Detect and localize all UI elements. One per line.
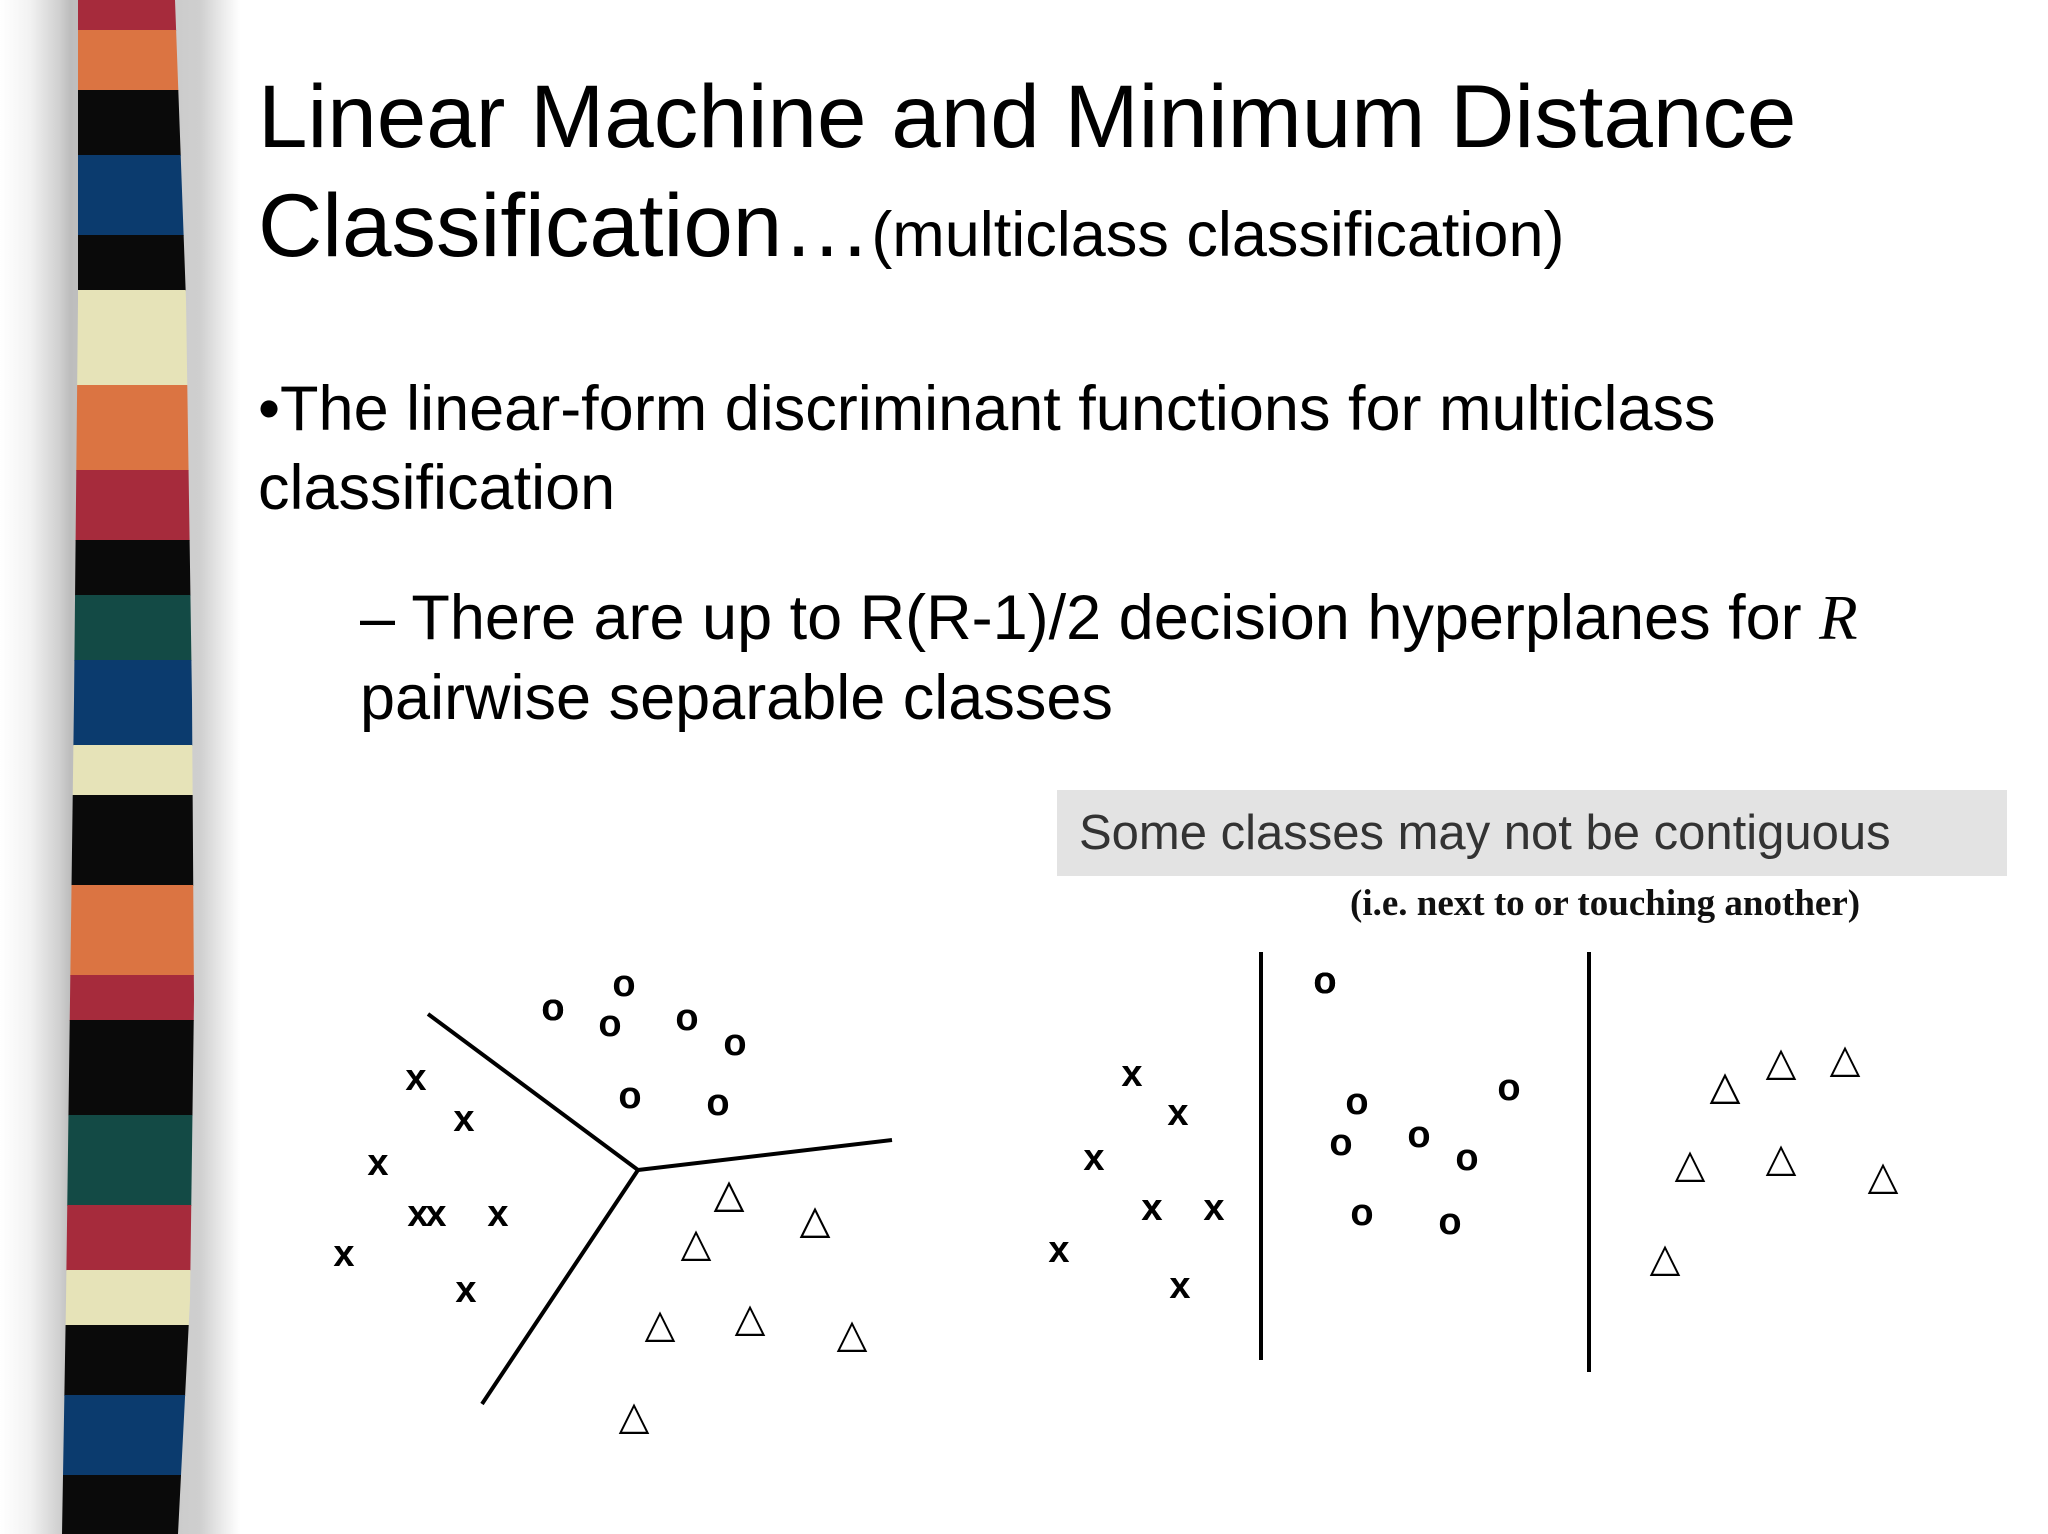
stripe-band	[62, 540, 194, 596]
left-panel-boundaries	[426, 1012, 893, 1406]
right-triangle-sample: △	[1766, 1039, 1797, 1085]
left-x-sample: x	[405, 1057, 426, 1099]
right-triangle-sample: △	[1710, 1063, 1741, 1109]
left-triangle-sample: △	[735, 1295, 766, 1341]
right-x-sample: x	[1048, 1229, 1069, 1271]
sub-bullet-point: – There are up to R(R-1)/2 decision hype…	[360, 578, 2010, 738]
stripe-band	[62, 975, 194, 1021]
sub-bullet-text: – There are up to R(R-1)/2 decision hype…	[360, 583, 1820, 653]
stripe-band	[62, 1020, 194, 1116]
left-x-sample: x	[333, 1233, 354, 1275]
left-triangle-sample: △	[714, 1171, 745, 1217]
left-triangle-sample: △	[619, 1393, 650, 1439]
left-triangle-sample: △	[800, 1197, 831, 1243]
left-triangle-sample: △	[800, 1197, 831, 1243]
right-triangle-sample: △	[1675, 1141, 1706, 1187]
stripe-band	[62, 30, 194, 91]
left-o-sample: o	[612, 963, 635, 1005]
sub-bullet-variable: R	[1819, 583, 1858, 653]
right-o-sample: o	[1455, 1137, 1478, 1179]
slide-title-line2: Classification…	[258, 175, 872, 275]
right-x-sample: x	[1141, 1187, 1162, 1229]
stripe-band	[62, 1395, 194, 1476]
left-x-sample: x	[455, 1269, 476, 1311]
sub-bullet-tail: pairwise separable classes	[360, 663, 1113, 733]
right-o-sample: o	[1407, 1114, 1430, 1156]
left-o-sample: o	[675, 997, 698, 1039]
left-triangle-sample: △	[681, 1220, 712, 1266]
stripe-band	[62, 385, 194, 471]
stripe-band	[62, 235, 194, 291]
stripe-band	[62, 1475, 194, 1534]
left-o-sample: o	[541, 987, 564, 1029]
right-triangle-sample: △	[1830, 1036, 1861, 1082]
slide-title-subtitle: (multiclass classification)	[871, 200, 1565, 270]
right-x-sample: x	[1167, 1092, 1188, 1134]
left-x-sample: x	[367, 1142, 388, 1184]
stripe-band	[62, 1115, 194, 1206]
boundary-line-lower	[480, 1168, 640, 1406]
stripe-band	[62, 1270, 194, 1326]
right-o-sample: o	[1350, 1192, 1373, 1234]
right-o-sample: o	[1497, 1067, 1520, 1109]
stripe-band	[62, 155, 194, 236]
left-o-sample: o	[706, 1082, 729, 1124]
stripe-band	[62, 1325, 194, 1396]
right-x-sample: x	[1169, 1265, 1190, 1307]
left-o-sample: o	[723, 1022, 746, 1064]
callout-note: (i.e. next to or touching another)	[1350, 883, 1861, 924]
stripe-band	[62, 885, 194, 976]
right-triangle-sample: △	[1766, 1135, 1797, 1181]
callout-box: Some classes may not be contiguous	[1057, 790, 2007, 876]
right-o-sample: o	[1329, 1122, 1352, 1164]
right-panel-boundaries	[1259, 952, 1591, 1372]
right-o-sample: o	[1345, 1081, 1368, 1123]
left-o-sample: o	[598, 1003, 621, 1045]
boundary-line-right	[637, 1138, 893, 1172]
right-x-sample: x	[1141, 1187, 1162, 1229]
right-triangle-sample: △	[1868, 1153, 1899, 1199]
right-o-sample: o	[1438, 1201, 1461, 1243]
right-o-sample: o	[1313, 960, 1336, 1002]
stripe-band	[62, 1205, 194, 1271]
right-o-sample: o	[1313, 960, 1336, 1002]
left-x-sample: x	[453, 1098, 474, 1140]
left-triangle-sample: △	[837, 1311, 868, 1357]
left-o-sample: o	[618, 1075, 641, 1117]
left-x-sample: x	[425, 1193, 446, 1235]
right-triangle-sample: △	[1710, 1063, 1741, 1109]
slide-title: Linear Machine and Minimum Distance Clas…	[258, 62, 2018, 290]
slide-title-line1: Linear Machine and Minimum Distance	[258, 66, 1797, 166]
stripe-band	[62, 745, 194, 796]
right-x-sample: x	[1121, 1053, 1142, 1095]
left-o-sample: o	[541, 987, 564, 1029]
decorative-stripe-bar	[62, 0, 194, 1534]
right-x-sample: x	[1203, 1187, 1224, 1229]
right-triangle-sample: △	[1650, 1235, 1681, 1281]
left-triangle-sample: △	[714, 1171, 745, 1217]
stripe-band	[62, 795, 194, 886]
stripe-band	[62, 660, 194, 746]
boundary-line-upper-left	[426, 1012, 640, 1172]
stripe-band	[62, 90, 194, 156]
right-x-sample: x	[1083, 1137, 1104, 1179]
left-x-sample: x	[407, 1193, 428, 1235]
left-x-sample: x	[487, 1193, 508, 1235]
left-triangle-sample: △	[645, 1301, 676, 1347]
stripe-band	[62, 290, 194, 386]
bullet-point: •The linear-form discriminant functions …	[258, 374, 1716, 523]
stripe-band	[62, 470, 194, 541]
stripe-band	[62, 0, 194, 31]
stripe-band	[62, 595, 194, 661]
